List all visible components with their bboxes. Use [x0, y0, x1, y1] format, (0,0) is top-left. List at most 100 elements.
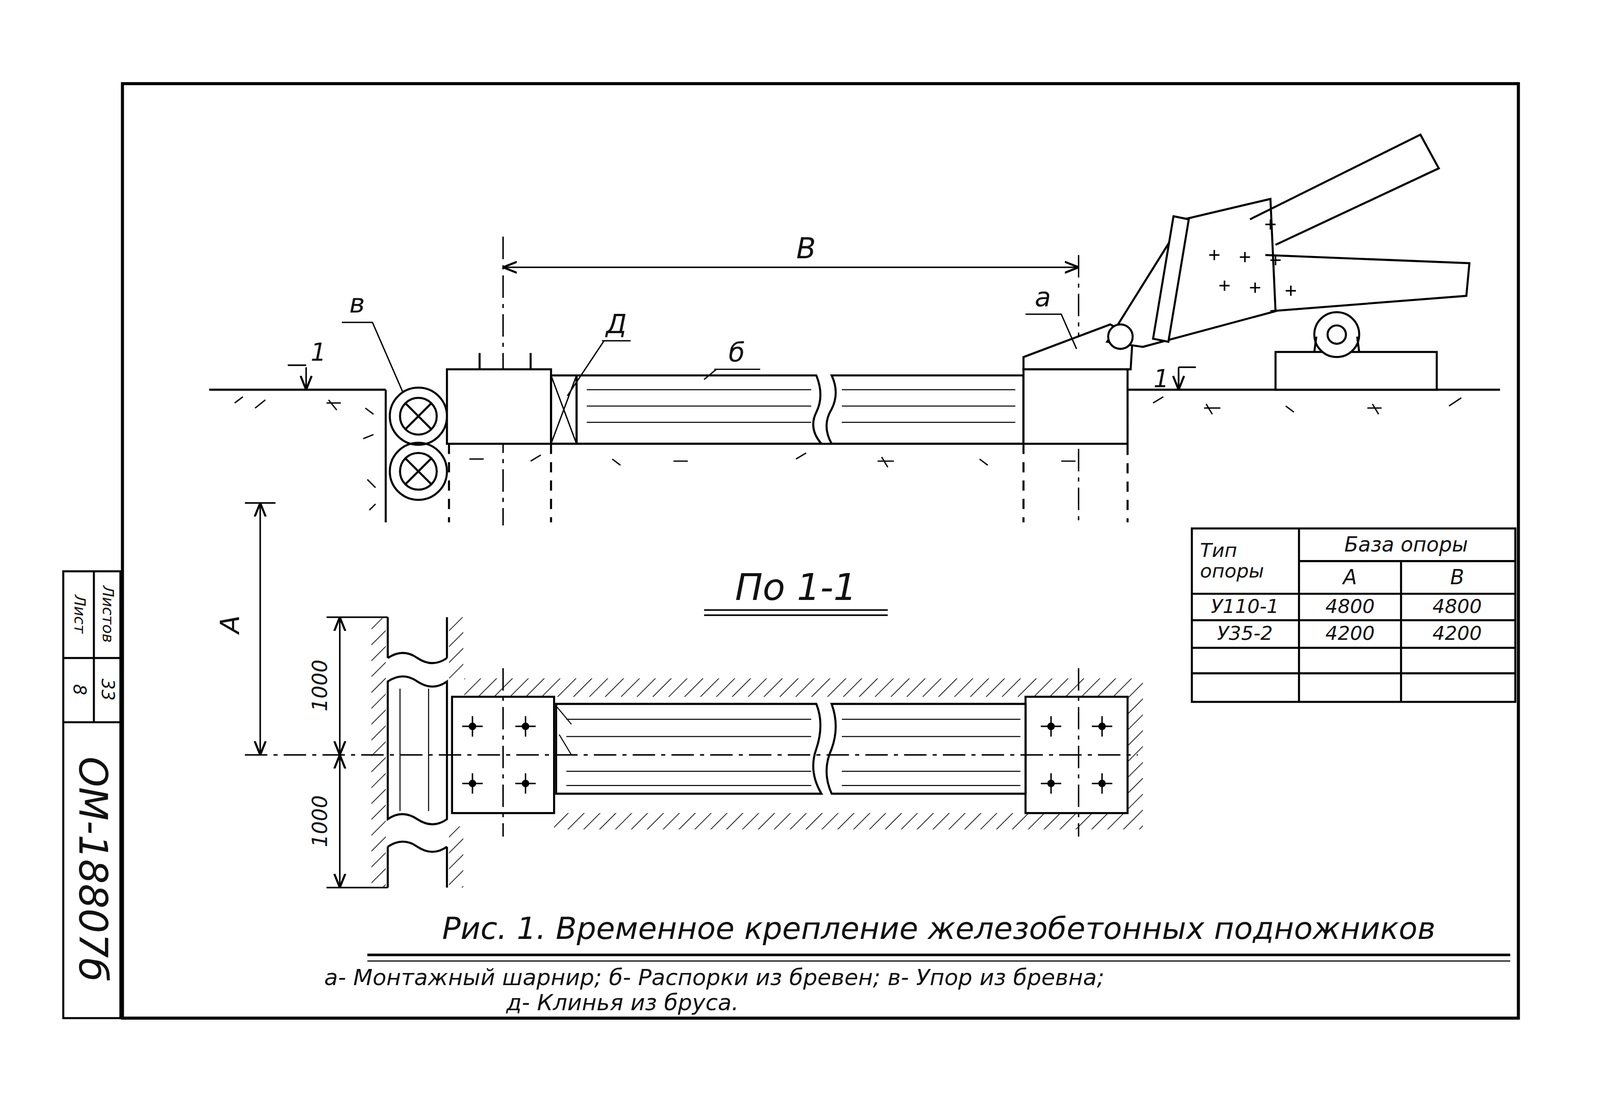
section-view-part [1314, 312, 1360, 358]
table-header: База опоры [1344, 534, 1469, 556]
plan-view-part [556, 704, 822, 794]
callout-letter: а [1034, 283, 1051, 312]
sheet-frame-part [122, 83, 1519, 1019]
plan-view [244, 503, 1143, 889]
section-view-part [1209, 219, 1296, 297]
section-view-part [1250, 134, 1439, 245]
table-cell: У35-2 [1216, 623, 1273, 644]
sheet-frame-part [63, 721, 121, 724]
stamp-label: Лист [70, 594, 87, 634]
table-cell: 4200 [1432, 623, 1483, 644]
plan-view-part [464, 678, 1143, 698]
section-view-part [446, 369, 551, 445]
section-view-part [405, 458, 432, 485]
table-cell: 4800 [1432, 597, 1483, 618]
section-view-part [1314, 336, 1360, 353]
section-view-part-part [234, 396, 1461, 468]
section-title: По 1-1 [735, 568, 857, 608]
section-view-part [550, 375, 577, 444]
callout-letter: в [349, 290, 366, 319]
plan-view-part [387, 841, 447, 888]
legend-note: а- Монтажный шарнир; б- Распорки из брев… [324, 965, 1105, 990]
section-view-part [305, 367, 307, 390]
stamp-label: Листов [99, 585, 116, 643]
dimension-letter: А [216, 615, 245, 634]
section-mark: 1 [1153, 366, 1169, 393]
plan-view-part [704, 610, 888, 616]
caption-underline-part [367, 954, 1511, 957]
table-cell: 4200 [1325, 623, 1375, 644]
section-view-part [704, 369, 761, 380]
section-view-part-part [363, 408, 376, 511]
section-mark: 1 [310, 340, 327, 367]
base-table-part [1191, 528, 1516, 703]
section-view-part [405, 403, 432, 430]
callout-letter: б [728, 339, 746, 367]
section-view-part-part [1209, 219, 1296, 297]
sheet-frame-part [63, 571, 121, 1019]
sheet-frame-part [92, 571, 96, 723]
table-cell: У110-1 [1210, 597, 1279, 618]
section-view-part [341, 322, 403, 393]
section-view-part [826, 375, 1024, 444]
section-view-part [1023, 324, 1133, 370]
table-header: А [1342, 566, 1357, 589]
section-view-part [1265, 255, 1470, 312]
section-view-part [1177, 369, 1180, 391]
figure-caption: Рис. 1. Временное крепление железобетонн… [442, 912, 1436, 946]
table-header: Тип опоры [1199, 540, 1294, 582]
section-view-part [1108, 324, 1134, 350]
dimension-letter: В [796, 234, 816, 265]
section-view-part [586, 389, 1016, 423]
section-view-part [287, 365, 1197, 391]
caption-underline [367, 955, 1511, 962]
section-view-part [1023, 369, 1128, 445]
section-view-part [1025, 314, 1077, 349]
drawing-number: ОМ-18807б [71, 756, 113, 982]
stamp-value: 8 [69, 684, 88, 696]
plan-view-part [566, 719, 1021, 786]
plan-view-part [339, 617, 341, 755]
plan-view-part [371, 617, 386, 888]
section-view-part [1275, 352, 1437, 390]
table-cell: 4800 [1325, 597, 1375, 618]
plan-view-part [826, 704, 1026, 794]
plan-view-part [326, 617, 388, 888]
section-view-part [479, 353, 531, 370]
plan-view-part [503, 668, 1079, 837]
section-view-part [400, 397, 437, 435]
section-view-part [550, 375, 577, 444]
section-view-part [503, 266, 1079, 268]
caption-underline-part [367, 960, 1511, 962]
section-view-part [389, 442, 447, 500]
sheet-frame-part [63, 657, 121, 660]
callout-letter: Д [605, 310, 627, 339]
section-view-part [567, 340, 631, 397]
plan-view-part [387, 617, 447, 663]
plan-view-part [449, 617, 464, 679]
section-view-part [400, 453, 437, 490]
plan-view-part [259, 503, 261, 756]
section-view-part [1107, 199, 1276, 348]
plan-view-part [387, 676, 447, 825]
section-view-part [576, 375, 822, 444]
section-view-part [503, 236, 1079, 526]
base-table-part [1191, 528, 1516, 703]
plan-view-part [449, 826, 464, 889]
plan-view-part [556, 706, 572, 755]
dimension-value: 1000 [309, 659, 332, 712]
sheet-frame [63, 83, 1519, 1019]
dimension-value: 1000 [309, 795, 332, 848]
table-header: В [1450, 566, 1465, 589]
section-view-part [1153, 216, 1190, 342]
section-view-part [389, 388, 447, 445]
base-table [1191, 528, 1516, 703]
section-view-part [234, 396, 1461, 511]
legend-note: д- Клинья из бруса. [506, 991, 739, 1016]
stamp-value: 33 [98, 678, 117, 701]
plan-view-part [553, 813, 1143, 830]
plan-view-part [400, 688, 429, 812]
section-view-part [1327, 325, 1347, 345]
